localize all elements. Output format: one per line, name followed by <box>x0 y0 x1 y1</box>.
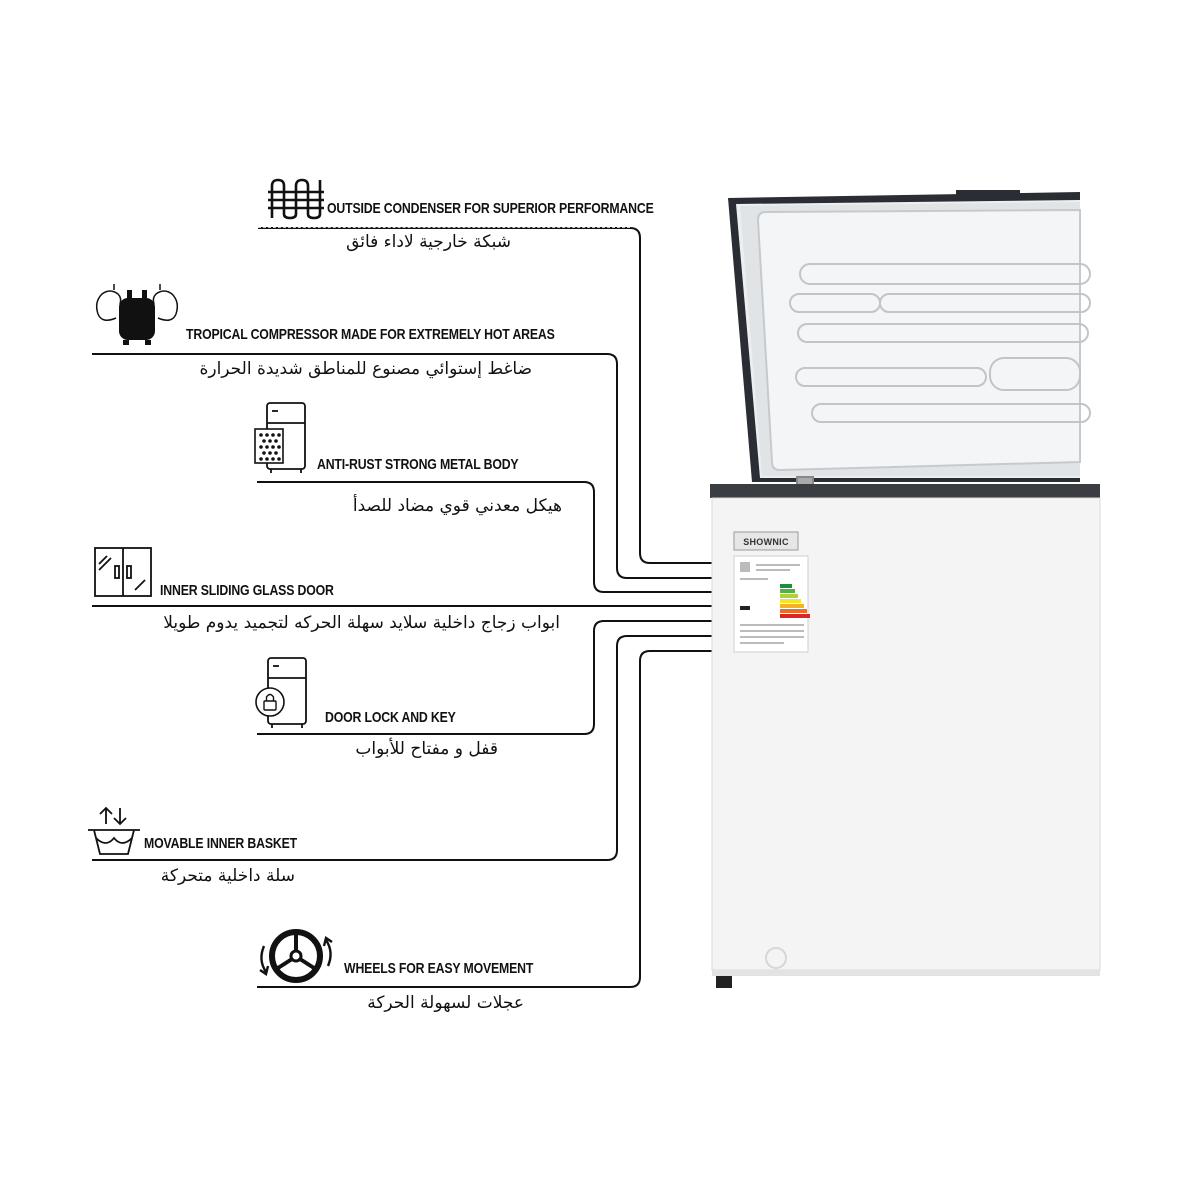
feature-title-en: INNER SLIDING GLASS DOOR <box>160 582 334 599</box>
feature-title-ar: شبكة خارجية لاداء فائق <box>346 232 511 252</box>
feature-title-ar: هيكل معدني قوي مضاد للصدأ <box>352 496 562 516</box>
metal-body-fridge-icon <box>253 401 311 475</box>
feature-title-en: DOOR LOCK AND KEY <box>325 709 456 726</box>
brand-badge: SHOWNIC <box>743 537 789 547</box>
feature-title-ar: قفل و مفتاح للأبواب <box>355 739 498 759</box>
feature-title-ar: ابواب زجاج داخلية سلايد سهلة الحركه لتجم… <box>163 613 560 633</box>
chest-freezer-image: SHOWNIC <box>700 180 1200 1000</box>
feature-title-en: MOVABLE INNER BASKET <box>144 835 297 852</box>
dashed-divider <box>258 227 630 228</box>
connector-line-compressor <box>92 353 714 579</box>
feature-title-ar: ضاغط إستوائي مصنوع للمناطق شديدة الحرارة <box>199 359 532 379</box>
connector-line-lock <box>257 620 714 735</box>
strong-compressor-icon <box>92 284 182 346</box>
connector-line-basket <box>92 635 714 861</box>
connector-line-antirust <box>257 481 714 593</box>
feature-title-en: ANTI-RUST STRONG METAL BODY <box>317 456 519 473</box>
feature-title-ar: سلة داخلية متحركة <box>160 866 295 886</box>
movable-basket-icon <box>86 804 142 860</box>
connector-line-condenser <box>258 227 714 564</box>
feature-title-ar: عجلات لسهولة الحركة <box>367 993 524 1013</box>
connector-line-wheels <box>257 650 714 988</box>
wheel-icon <box>254 924 340 986</box>
feature-title-en: OUTSIDE CONDENSER FOR SUPERIOR PERFORMAN… <box>327 200 654 217</box>
sliding-glass-door-icon <box>93 546 153 598</box>
feature-title-en: TROPICAL COMPRESSOR MADE FOR EXTREMELY H… <box>186 326 555 343</box>
door-lock-icon <box>254 656 312 730</box>
feature-title-en: WHEELS FOR EASY MOVEMENT <box>344 960 534 977</box>
condenser-coil-icon <box>268 176 324 222</box>
